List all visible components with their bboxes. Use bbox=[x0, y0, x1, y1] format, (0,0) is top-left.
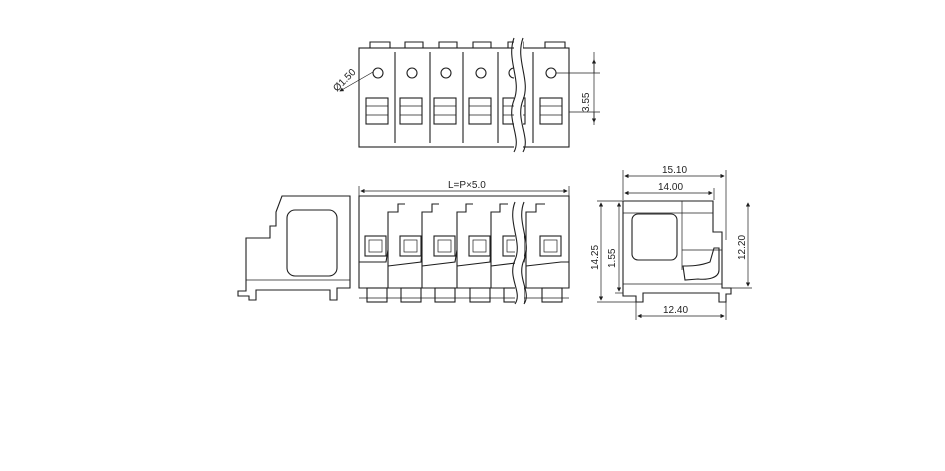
front-view-break bbox=[512, 200, 527, 306]
front-view: L=P×5.0 bbox=[358, 180, 570, 306]
top-view-holes bbox=[372, 67, 557, 79]
pitch-height-label: 3.55 bbox=[581, 92, 592, 112]
front-view-wedges bbox=[359, 249, 569, 267]
top-view-tabs bbox=[369, 41, 566, 48]
body-height-label: 12.20 bbox=[737, 235, 748, 260]
offset-label: 1.55 bbox=[607, 248, 618, 268]
front-view-windows bbox=[364, 235, 562, 257]
top-view: Ø1.50 3.55 bbox=[331, 36, 600, 154]
front-view-pins bbox=[359, 287, 569, 303]
top-view-dividers bbox=[394, 52, 534, 143]
front-view-dividers bbox=[387, 203, 545, 288]
total-height-label: 14.25 bbox=[590, 245, 601, 270]
length-label: L=P×5.0 bbox=[448, 180, 486, 191]
base-width-label: 12.40 bbox=[663, 305, 688, 316]
overall-width-label: 15.10 bbox=[662, 165, 687, 176]
hole-diameter-label: Ø1.50 bbox=[331, 67, 358, 94]
side-view: 15.10 14.00 14.25 1.55 12.20 12.40 bbox=[590, 165, 752, 320]
top-view-break bbox=[511, 36, 526, 154]
left-end-view bbox=[237, 195, 351, 301]
inner-width-label: 14.00 bbox=[658, 182, 683, 193]
